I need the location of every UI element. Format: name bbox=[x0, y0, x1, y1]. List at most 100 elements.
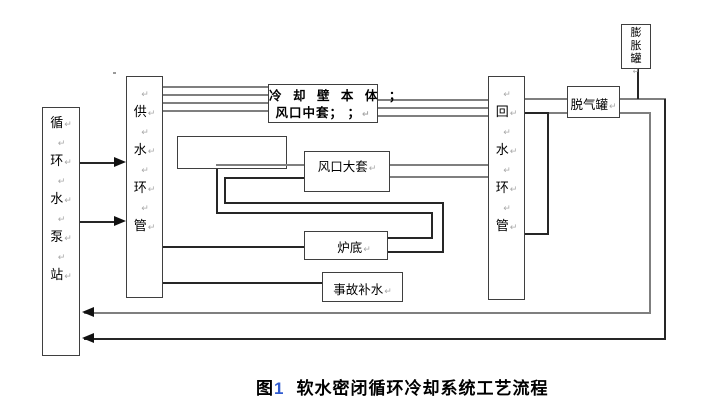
paragraph-mark: ↵ bbox=[141, 127, 149, 137]
inner-channel-left-drop bbox=[224, 177, 226, 204]
paragraph-mark: ↵ bbox=[64, 195, 72, 205]
pipe-supply-to-coolwall-1 bbox=[163, 86, 268, 88]
paragraph-mark: ↵ bbox=[509, 184, 518, 194]
arrow-left-icon bbox=[82, 307, 94, 317]
box-char: 回 bbox=[495, 104, 509, 119]
pipe-return-to-degas bbox=[525, 98, 567, 100]
cooling-wall-box: 冷 却 壁 本 体 ； 风口中套； ；↵ bbox=[268, 84, 406, 123]
figure-caption: 图1 软水密闭循环冷却系统工艺流程 bbox=[256, 374, 548, 399]
outer-riser-vertical bbox=[664, 99, 666, 340]
paragraph-mark: ↵ bbox=[147, 108, 156, 118]
emergency-makeup-water-box: 事故补水↵ bbox=[322, 272, 403, 302]
supply-ring-box: ↵ 供↵ ↵ 水↵ ↵ 环↵ ↵ 管↵ bbox=[126, 76, 163, 298]
expansion-tank-drop-line bbox=[637, 69, 639, 99]
paragraph-mark: ↵ bbox=[64, 233, 72, 243]
paragraph-mark: ↵ bbox=[503, 89, 511, 99]
box-char: 罐 bbox=[630, 53, 642, 65]
outer-channel-right-drop bbox=[431, 212, 433, 239]
box-char: 水 bbox=[50, 191, 64, 206]
box-char: 供 bbox=[133, 104, 147, 119]
return-loop-vertical bbox=[547, 112, 549, 235]
box-char: 胀 bbox=[630, 40, 642, 52]
box-char: 站 bbox=[50, 267, 64, 282]
pipe-pump-to-supply-1 bbox=[80, 162, 116, 164]
paragraph-mark: ↵ bbox=[57, 176, 66, 186]
paragraph-mark: ↵ bbox=[141, 203, 149, 213]
paragraph-mark: ↵ bbox=[509, 146, 518, 156]
box-char: 管 bbox=[495, 218, 509, 233]
inner-channel-top bbox=[224, 177, 304, 179]
furnace-bottom-box: 炉底↵ bbox=[304, 231, 388, 260]
box-char: 泵 bbox=[50, 229, 64, 244]
pipe-tuyere-to-return-1 bbox=[390, 164, 488, 166]
pipe-supply-to-furnace bbox=[163, 246, 304, 248]
inner-channel-right-drop bbox=[442, 202, 444, 253]
arrow-left-icon bbox=[82, 333, 94, 343]
box-char: 环 bbox=[133, 180, 147, 195]
pipe-supply-to-coolwall-4 bbox=[163, 110, 268, 112]
arrow-right-icon bbox=[114, 157, 126, 167]
cooling-wall-line2: 风口中套； ；↵ bbox=[275, 106, 371, 120]
paragraph-mark: ↵ bbox=[64, 119, 72, 129]
outer-channel-left-drop bbox=[216, 165, 218, 214]
unlabeled-equipment-box bbox=[177, 136, 287, 169]
paragraph-mark: ↵ bbox=[632, 67, 640, 76]
inner-channel-bottom bbox=[224, 202, 444, 204]
box-char: 循 bbox=[50, 115, 64, 130]
paragraph-mark: ↵ bbox=[384, 286, 392, 296]
paragraph-mark: ↵ bbox=[509, 108, 518, 118]
paragraph-mark: ↵ bbox=[147, 146, 156, 156]
outer-channel-to-furnace bbox=[388, 237, 433, 239]
paragraph-mark: ↵ bbox=[608, 101, 617, 111]
paragraph-mark: ↵ bbox=[361, 109, 371, 119]
paragraph-mark: ↵ bbox=[503, 127, 511, 137]
caption-prefix: 图 bbox=[256, 379, 274, 398]
cooling-wall-line1: 冷 却 壁 本 体 ； bbox=[269, 89, 406, 103]
pipe-blankbox-to-tuyere bbox=[216, 164, 304, 166]
outer-channel-bottom bbox=[216, 212, 433, 214]
paragraph-mark: ↵ bbox=[64, 271, 72, 281]
paragraph-mark: ↵ bbox=[147, 222, 156, 232]
caption-title: 软水密闭循环冷却系统工艺流程 bbox=[296, 379, 549, 398]
box-char: 膨 bbox=[630, 27, 642, 39]
box-char: 管 bbox=[133, 218, 147, 233]
paragraph-mark: ↵ bbox=[503, 203, 511, 213]
box-char: 环 bbox=[495, 180, 509, 195]
pipe-degas-to-outer-riser bbox=[619, 98, 666, 100]
paragraph-mark: ↵ bbox=[363, 244, 371, 254]
box-char: 水 bbox=[133, 142, 147, 157]
box-char: 环 bbox=[50, 153, 64, 168]
box-char: 水 bbox=[495, 142, 509, 157]
return-ring-box: ↵ 回↵ ↵ 水↵ ↵ 环↵ ↵ 管↵ bbox=[488, 76, 525, 300]
paragraph-mark: ↵ bbox=[368, 163, 377, 173]
inner-channel-to-furnace bbox=[388, 251, 444, 253]
pipe-supply-to-coolwall-3 bbox=[163, 102, 268, 104]
pipe-supply-to-emergency bbox=[163, 282, 322, 284]
pipe-tuyere-to-return-2 bbox=[390, 176, 488, 178]
paragraph-mark: ↵ bbox=[57, 214, 66, 224]
inner-riser-vertical bbox=[649, 112, 651, 313]
pipe-pump-to-supply-2 bbox=[80, 221, 116, 223]
arrow-right-icon bbox=[114, 216, 126, 226]
paragraph-mark: ↵ bbox=[64, 157, 72, 167]
pipe-coolwall-to-return-1 bbox=[378, 99, 488, 101]
paragraph-mark: ↵ bbox=[141, 89, 149, 99]
paragraph-mark: ↵ bbox=[503, 165, 511, 175]
pipe-supply-to-coolwall-2 bbox=[163, 94, 268, 96]
tuyere-large-sleeve-box: 风口大套↵ bbox=[304, 151, 390, 192]
pipe-coolwall-to-return-3 bbox=[378, 115, 488, 117]
return-loop-bottom bbox=[525, 233, 549, 235]
paragraph-mark: ↵ bbox=[147, 184, 156, 194]
paragraph-mark: ↵ bbox=[509, 222, 518, 232]
paragraph-mark: ↵ bbox=[57, 252, 66, 262]
return-loop-top bbox=[525, 112, 549, 114]
paragraph-mark: ↵ bbox=[57, 138, 66, 148]
lower-return-line bbox=[84, 338, 665, 340]
caption-number: 1 bbox=[274, 379, 285, 398]
pipe-coolwall-to-return-2 bbox=[378, 107, 488, 109]
pump-station-box: 循↵ ↵ 环↵ ↵ 水↵ ↵ 泵↵ ↵ 站↵ bbox=[42, 107, 80, 356]
stray-speck bbox=[113, 72, 116, 74]
upper-return-line bbox=[84, 312, 651, 314]
degassing-tank-box: 脱气罐↵ bbox=[567, 86, 620, 118]
